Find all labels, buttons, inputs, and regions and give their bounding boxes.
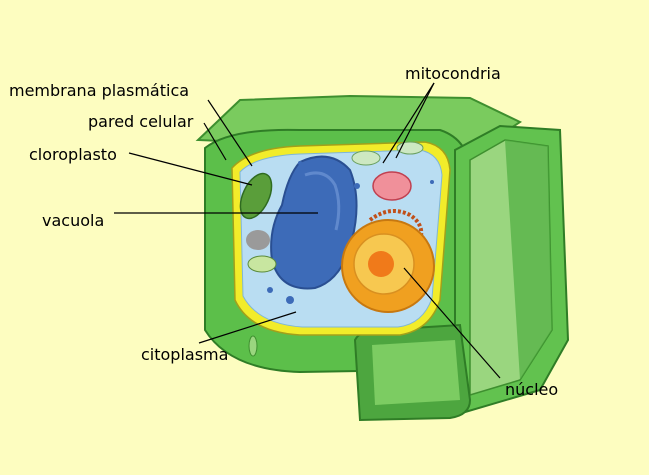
leader-pared: [203, 122, 227, 161]
label-cloroplasto: cloroplasto: [29, 145, 117, 164]
label-nucleo: núcleo: [505, 380, 559, 399]
grey-body: [246, 230, 270, 250]
particle: [430, 180, 434, 184]
nucleolus: [368, 251, 394, 277]
cell-wall-side-shade: [505, 140, 552, 380]
label-membrana-plasmatica: membrana plasmática: [9, 81, 190, 100]
mitochondrion-2: [351, 150, 381, 166]
label-mitocondria: mitocondria: [405, 64, 501, 83]
label-pared-celular: pared celular: [88, 112, 194, 131]
mitochondrion-3: [396, 141, 424, 155]
particle: [286, 296, 294, 304]
particle: [267, 287, 273, 293]
leader-lines: [114, 82, 501, 379]
particle: [354, 183, 360, 189]
particle: [298, 161, 302, 165]
cell-wall-lower-face: [372, 340, 460, 405]
chloroplast-small: [247, 255, 277, 273]
leader-mitocondria-2: [395, 82, 435, 159]
chloroplast: [239, 172, 273, 220]
leader-membrana: [207, 99, 253, 167]
leader-cloroplasto: [128, 152, 253, 186]
leader-citoplasma: [198, 311, 297, 344]
endoplasmic-reticulum: [368, 209, 424, 241]
label-vacuola: vacuola: [42, 211, 105, 230]
leader-mitocondria-1: [382, 82, 435, 164]
leader-nucleo: [403, 267, 501, 379]
label-citoplasma: citoplasma: [141, 345, 229, 364]
plasmodesma: [248, 335, 258, 357]
mitochondrion-1: [372, 171, 412, 201]
vacuole-highlight: [304, 171, 341, 231]
